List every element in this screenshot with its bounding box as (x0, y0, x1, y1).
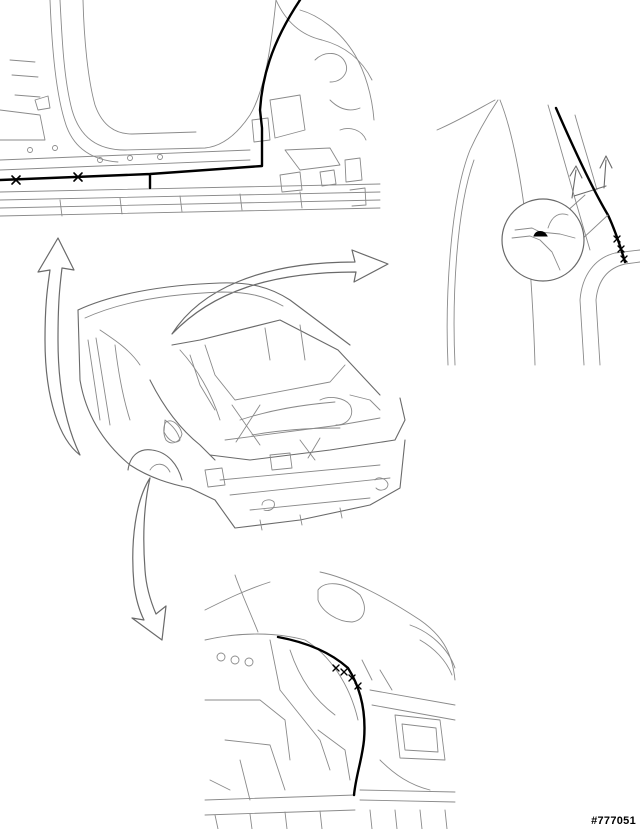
car-body-rear-view (77, 282, 406, 531)
arrow-up-icon (37, 237, 81, 456)
roof-pillar-detail (436, 99, 640, 366)
rocker-panel-detail (0, 0, 381, 217)
arrow-down-icon (131, 477, 167, 641)
rear-quarter-detail (204, 571, 456, 829)
diagram-code-label: #777051 (591, 815, 636, 827)
arrow-right-icon (171, 249, 389, 335)
